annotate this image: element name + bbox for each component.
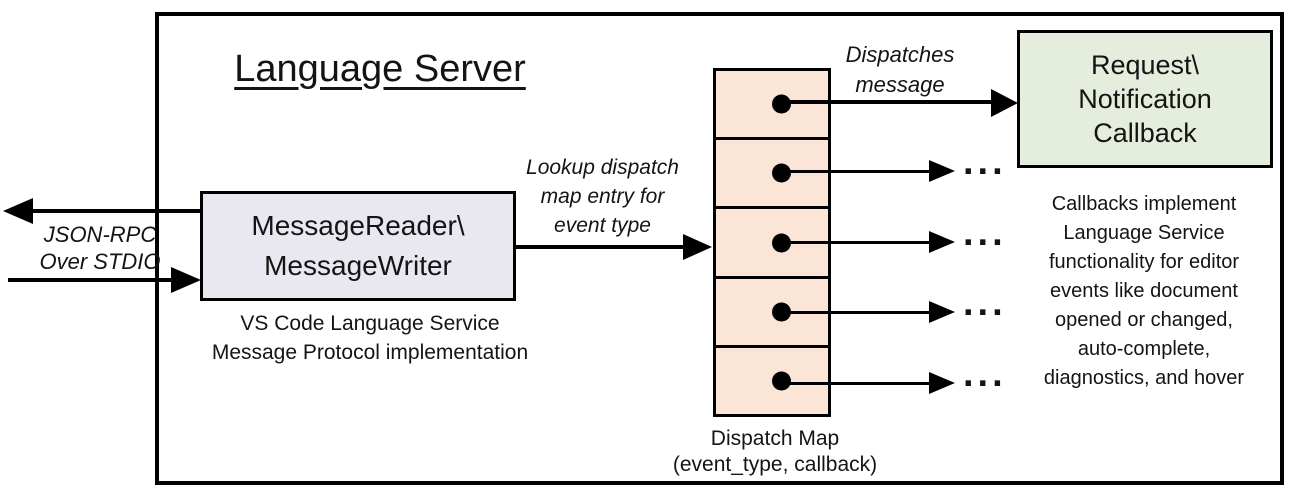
stdio-out-arrowhead-icon [3, 198, 33, 224]
dispatch-cell [716, 348, 828, 414]
more-callbacks-ellipsis: ... [963, 212, 1007, 254]
lookup-arrow-label: Lookup dispatch map entry for event type [526, 156, 679, 237]
callback-pointer-dot [772, 94, 791, 114]
dispatch-arrow-line [788, 382, 930, 385]
callbacks-note: Callbacks implement Language Service fun… [1043, 193, 1245, 389]
dispatch-cell [716, 279, 828, 348]
more-callbacks-ellipsis: ... [963, 141, 1007, 183]
dispatch-arrowhead-icon [929, 160, 955, 182]
dispatch-arrowhead-icon [991, 89, 1018, 117]
message-reader-writer-box: MessageReader\ MessageWriter [200, 191, 516, 301]
dispatch-cell [716, 71, 828, 141]
dispatch-cell [716, 209, 828, 279]
message-box-caption: VS Code Language Service Message Protoco… [211, 312, 529, 364]
dispatch-map-label: Dispatch Map (event_type, callback) [672, 427, 878, 476]
dispatches-message-label: Dispatches message [845, 42, 955, 97]
stdio-out-arrow-line [28, 209, 200, 213]
more-callbacks-ellipsis: ... [963, 282, 1007, 324]
more-callbacks-ellipsis: ... [963, 353, 1007, 395]
dispatch-arrow-line [788, 241, 930, 244]
language-server-frame [155, 12, 1284, 485]
callback-pointer-dot [772, 233, 791, 252]
callback-pointer-dot [772, 302, 791, 322]
dispatch-arrowhead-icon [929, 301, 955, 323]
dispatch-arrowhead-icon [929, 231, 955, 253]
dispatch-arrow-line [788, 100, 995, 104]
diagram-title: Language Server [234, 48, 526, 90]
request-notification-callback-box: Request\ Notification Callback [1017, 30, 1273, 168]
lookup-arrow-line [516, 245, 686, 249]
stdio-in-arrow-line [8, 278, 174, 282]
dispatch-arrow-line [788, 170, 930, 173]
dispatch-arrow-line [788, 311, 930, 314]
lookup-arrowhead-icon [683, 234, 712, 260]
dispatch-cell [716, 140, 828, 210]
stdio-in-arrowhead-icon [171, 267, 201, 293]
callback-pointer-dot [772, 371, 791, 391]
dispatch-arrowhead-icon [929, 372, 955, 394]
callback-pointer-dot [772, 163, 791, 183]
stdio-channel-label: JSON-RPC Over STDIO [39, 222, 161, 274]
